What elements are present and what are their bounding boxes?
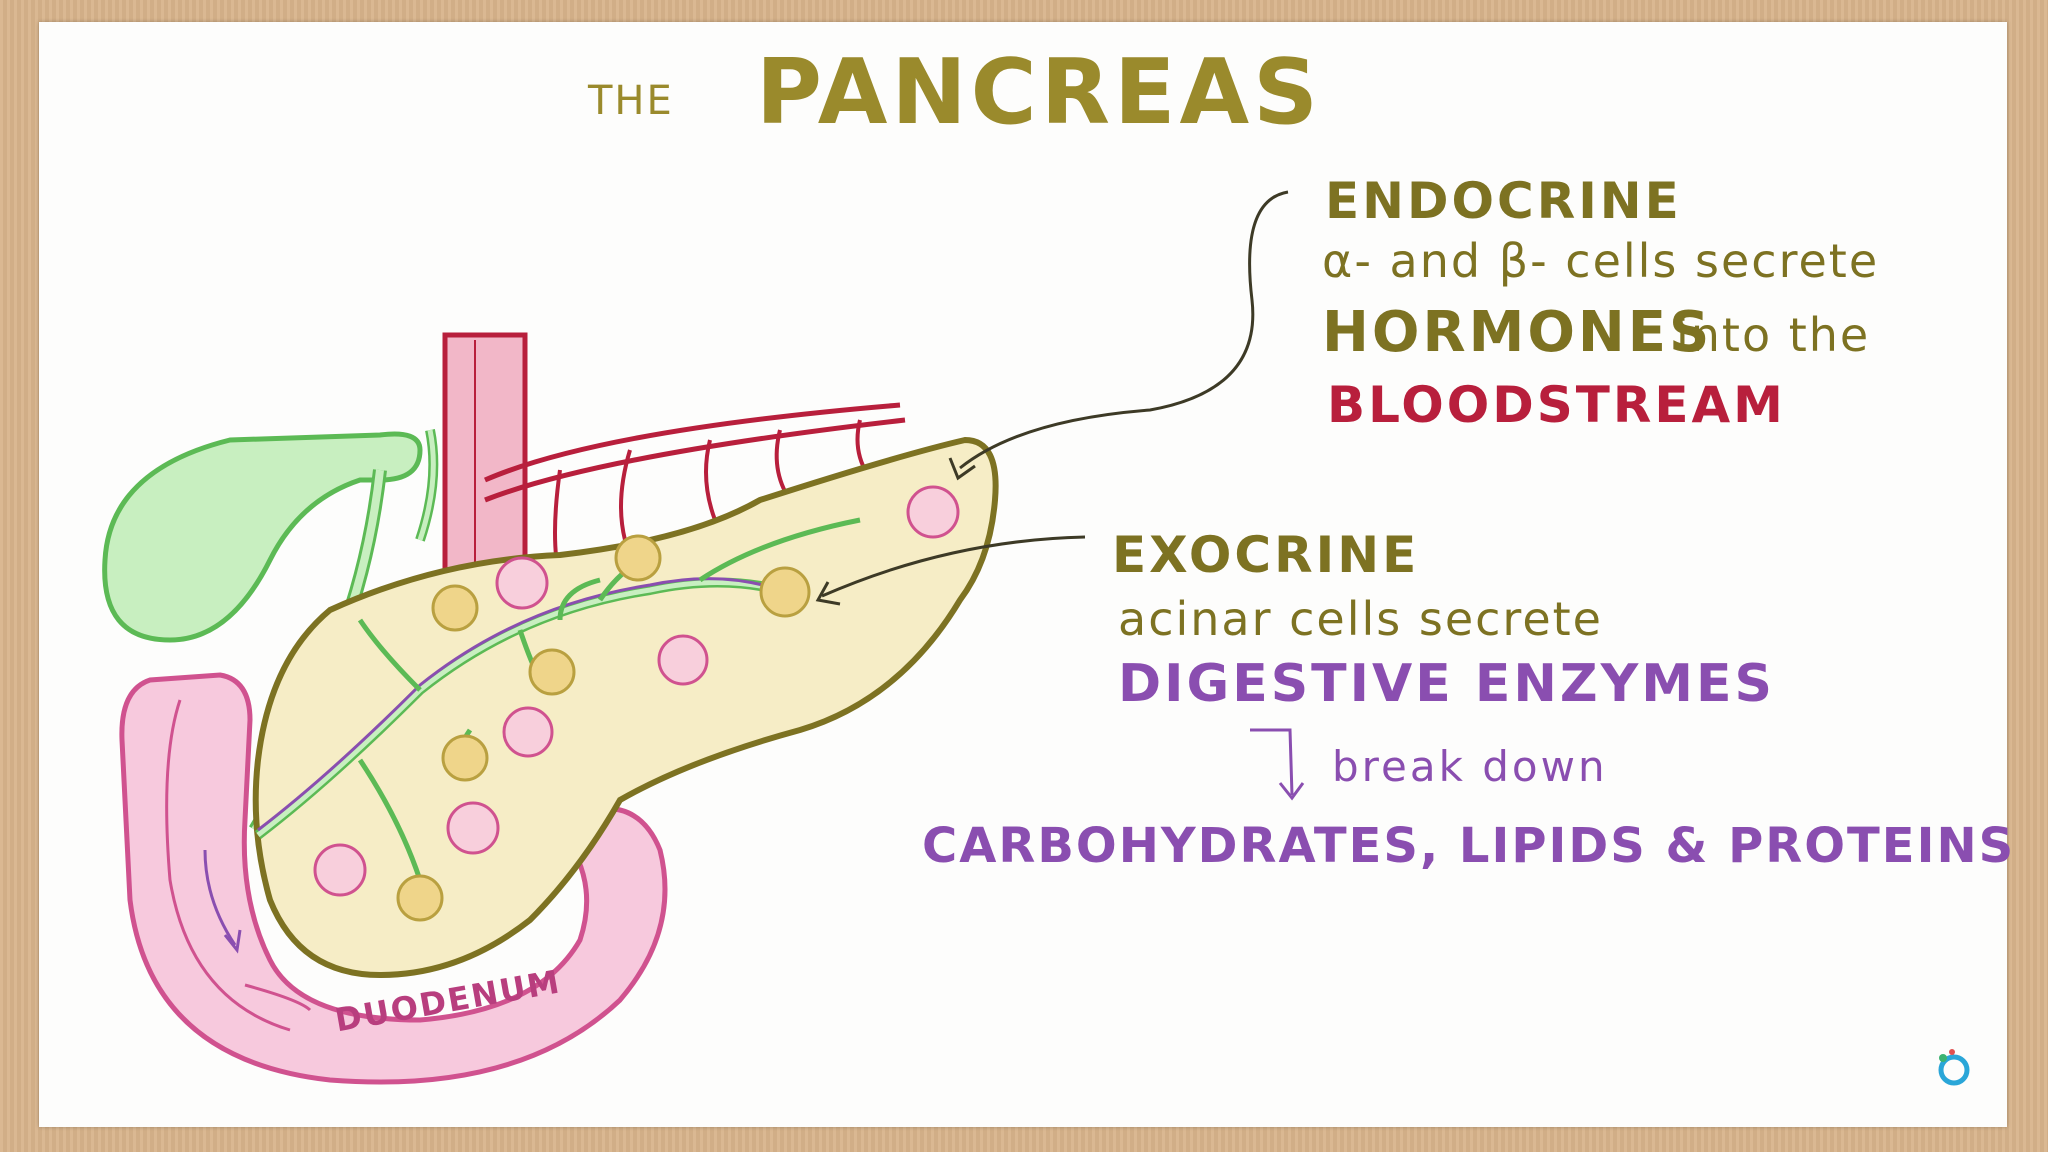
- exocrine-heading: EXOCRINE: [1112, 526, 1420, 584]
- pointer-lines: [815, 190, 1289, 606]
- digestive-enzymes-label: DIGESTIVE ENZYMES: [1118, 654, 1775, 714]
- bloodstream-label: BLOODSTREAM: [1327, 376, 1786, 434]
- break-down-label: break down: [1332, 742, 1608, 791]
- exocrine-line: acinar cells secrete: [1118, 592, 1603, 646]
- osmosis-logo-icon: [1938, 1049, 1970, 1086]
- hormones-label: HORMONES: [1322, 300, 1713, 365]
- endocrine-heading: ENDOCRINE: [1325, 172, 1682, 230]
- endocrine-line: α- and β- cells secrete: [1322, 234, 1880, 288]
- page-title: PANCREAS: [756, 40, 1322, 145]
- islets: [313, 485, 960, 897]
- acini: [396, 534, 811, 922]
- break-down-arrow: [1250, 728, 1305, 801]
- title-prefix: THE: [588, 78, 674, 124]
- into-the-label: into the: [1676, 308, 1871, 362]
- nutrients-label: CARBOHYDRATES, LIPIDS & PROTEINS: [922, 818, 2016, 874]
